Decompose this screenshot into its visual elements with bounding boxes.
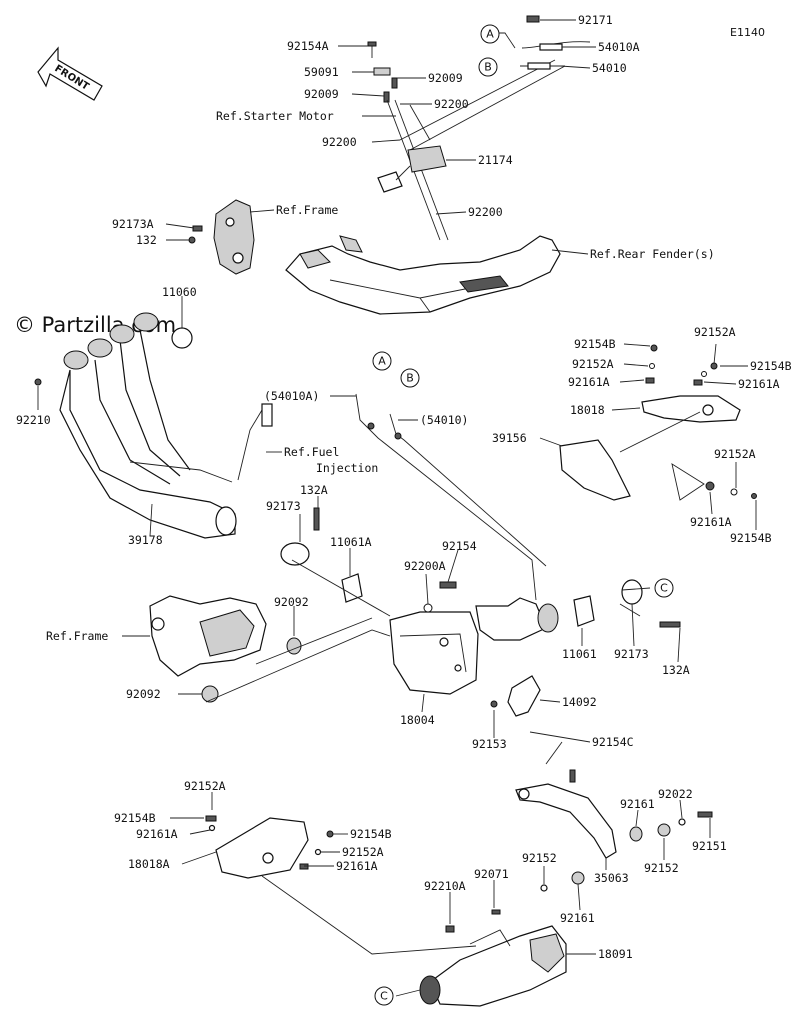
- exhaust-header-pipes: [34, 312, 273, 539]
- part-label: 92092: [274, 595, 309, 609]
- callout-a-top: A: [480, 24, 500, 44]
- clamp-joint-parts: [149, 393, 547, 703]
- part-label: Ref.Fuel: [284, 445, 339, 459]
- top-cable-assembly: [367, 15, 591, 241]
- part-label: 92161A: [136, 827, 178, 841]
- part-label: 92152A: [572, 357, 614, 371]
- part-label: 92173A: [112, 217, 154, 231]
- part-label: 92154B: [750, 359, 792, 373]
- part-label: (54010): [420, 413, 468, 427]
- part-label: 35063: [594, 871, 629, 885]
- part-label: 11061A: [330, 535, 372, 549]
- part-label: 92153: [472, 737, 507, 751]
- part-label: 92173: [266, 499, 301, 513]
- part-label: 21174: [478, 153, 513, 167]
- part-label: 92161: [560, 911, 595, 925]
- part-label: 92200: [468, 205, 503, 219]
- catalyst-body: [389, 579, 681, 717]
- rear-fender: [285, 235, 561, 315]
- part-labels: 92171 54010A 54010 92154A 59091 92009 92…: [16, 13, 792, 961]
- part-label: 92022: [658, 787, 693, 801]
- silencer: [419, 909, 567, 1007]
- part-label: 92154B: [730, 531, 772, 545]
- part-label: 18018: [570, 403, 605, 417]
- callout-c-bottom: C: [374, 986, 394, 1006]
- part-label: 92009: [428, 71, 463, 85]
- part-label: 92071: [474, 867, 509, 881]
- part-label: Ref.Starter Motor: [216, 109, 334, 123]
- part-label: 11061: [562, 647, 597, 661]
- part-label: 92154B: [114, 811, 156, 825]
- part-label: 18004: [400, 713, 435, 727]
- frame-bracket-top: [188, 199, 255, 275]
- part-label: 92154A: [287, 39, 329, 53]
- heat-guard-right: [559, 344, 757, 501]
- part-label: 92200: [434, 97, 469, 111]
- callout-b-top: B: [478, 57, 498, 77]
- part-label: 92152: [644, 861, 679, 875]
- diagram-code: E1140: [730, 26, 765, 39]
- callout-b-mid: B: [400, 368, 420, 388]
- muffler-bracket: [515, 769, 713, 892]
- part-label: 92151: [692, 839, 727, 853]
- part-label: 92092: [126, 687, 161, 701]
- part-label: 92200A: [404, 559, 446, 573]
- part-label: 132: [136, 233, 157, 247]
- part-label: 92161A: [336, 859, 378, 873]
- svg-text:B: B: [406, 372, 414, 385]
- part-label: 54010A: [598, 40, 640, 54]
- part-label: 59091: [304, 65, 339, 79]
- part-label: Ref.Frame: [46, 629, 108, 643]
- callout-a-mid: A: [372, 351, 392, 371]
- part-label: 132A: [662, 663, 690, 677]
- svg-text:C: C: [380, 990, 388, 1003]
- part-label: Injection: [316, 461, 378, 475]
- part-label: 92173: [614, 647, 649, 661]
- part-label: 92161A: [568, 375, 610, 389]
- part-label: 92152: [522, 851, 557, 865]
- part-label: 18018A: [128, 857, 170, 871]
- part-label: 92200: [322, 135, 357, 149]
- part-label: 18091: [598, 947, 633, 961]
- callout-c-right: C: [654, 578, 674, 598]
- part-label: 92009: [304, 87, 339, 101]
- svg-text:B: B: [484, 61, 492, 74]
- front-arrow-icon: FRONT: [37, 46, 103, 101]
- part-label: (54010A): [264, 389, 319, 403]
- heat-guard-lower-left: [205, 815, 477, 955]
- part-label: 54010: [592, 61, 627, 75]
- part-label: 39156: [492, 431, 527, 445]
- svg-text:C: C: [660, 582, 668, 595]
- part-label: 92152A: [184, 779, 226, 793]
- part-label: 92152A: [714, 447, 756, 461]
- part-label: 92154: [442, 539, 477, 553]
- part-label: 92154C: [592, 735, 634, 749]
- part-label: 92154B: [350, 827, 392, 841]
- part-label: 92210: [16, 413, 51, 427]
- part-label: 92210A: [424, 879, 466, 893]
- part-label: 11060: [162, 285, 197, 299]
- leader-lines: [37, 19, 757, 997]
- part-label: 92171: [578, 13, 613, 27]
- part-label: 39178: [128, 533, 163, 547]
- part-label: Ref.Frame: [276, 203, 338, 217]
- part-label: 92161A: [738, 377, 780, 391]
- svg-text:A: A: [378, 355, 386, 368]
- part-label: 92154B: [574, 337, 616, 351]
- part-label: 92161: [620, 797, 655, 811]
- part-label: 92161A: [690, 515, 732, 529]
- part-label: 92152A: [694, 325, 736, 339]
- part-label: 132A: [300, 483, 328, 497]
- svg-text:A: A: [486, 28, 494, 41]
- part-label: 92152A: [342, 845, 384, 859]
- part-label: 14092: [562, 695, 597, 709]
- part-label: Ref.Rear Fender(s): [590, 247, 715, 261]
